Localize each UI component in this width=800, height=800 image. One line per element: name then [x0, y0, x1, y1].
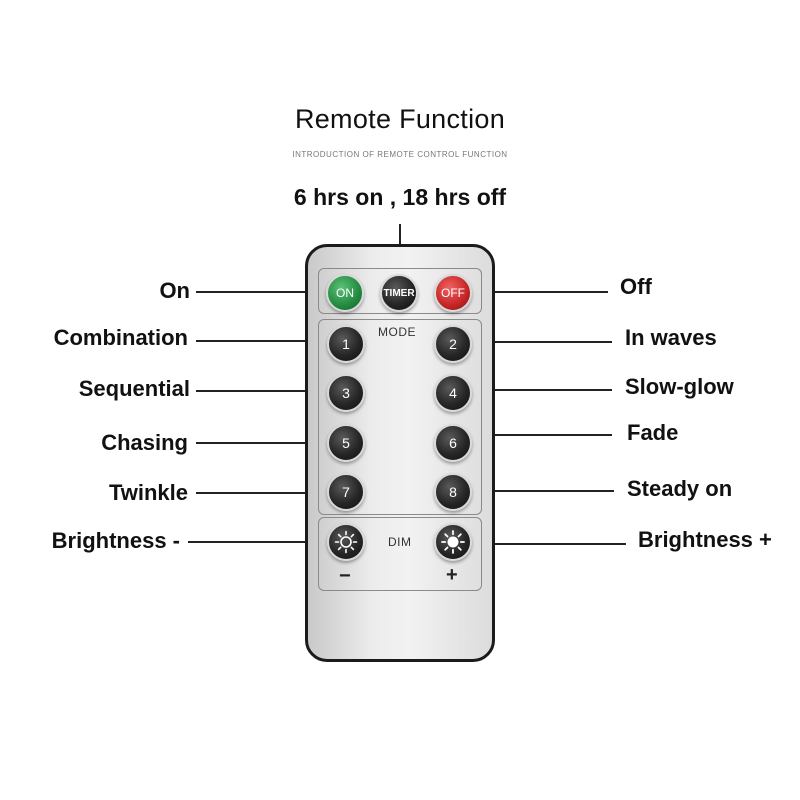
minus-sign: −: [339, 565, 351, 587]
leader-sequential: [196, 390, 346, 392]
callout-sequential: Sequential: [78, 376, 190, 401]
timer-caption: 6 hrs on , 18 hrs off: [293, 184, 507, 210]
leader-combination: [196, 340, 346, 342]
timer-button[interactable]: TIMER: [380, 274, 418, 312]
callout-steady-on: Steady on: [627, 476, 733, 501]
mode-button-7[interactable]: 7: [327, 473, 365, 511]
remote-control: MODE DIM − + ON TIMER OFF 1 2 3 4 5 6 7 …: [305, 244, 495, 662]
mode-button-5[interactable]: 5: [327, 424, 365, 462]
callout-off: Off: [620, 274, 652, 299]
leader-brightness-minus: [188, 541, 344, 543]
callout-combination: Combination: [53, 325, 188, 350]
leader-fade: [492, 434, 612, 436]
mode-button-1[interactable]: 1: [327, 325, 365, 363]
callout-chasing: Chasing: [101, 430, 188, 455]
leader-slow-glow: [454, 389, 612, 391]
leader-brightness-plus: [454, 543, 626, 545]
leader-in-waves: [454, 341, 612, 343]
callout-fade: Fade: [627, 420, 679, 445]
mode-button-6[interactable]: 6: [434, 424, 472, 462]
leader-twinkle: [196, 492, 346, 494]
leader-steady-on: [454, 490, 614, 492]
callout-twinkle: Twinkle: [108, 480, 188, 505]
leader-on: [196, 291, 332, 293]
off-button[interactable]: OFF: [434, 274, 472, 312]
top-button-panel: [318, 268, 482, 314]
title: Remote Function: [294, 104, 506, 134]
dim-panel: [318, 517, 482, 591]
mode-button-3[interactable]: 3: [327, 374, 365, 412]
brightness-plus-button[interactable]: [434, 523, 472, 561]
dim-label: DIM: [388, 535, 412, 549]
mode-label: MODE: [378, 325, 416, 339]
leader-chasing: [196, 442, 346, 444]
subtitle: INTRODUCTION OF REMOTE CONTROL FUNCTION: [292, 150, 508, 159]
sun-dim-icon: [334, 530, 358, 554]
sun-bright-icon: [441, 530, 465, 554]
callout-on: On: [159, 278, 190, 303]
brightness-minus-button[interactable]: [327, 523, 365, 561]
callout-slow-glow: Slow-glow: [625, 374, 734, 399]
mode-button-2[interactable]: 2: [434, 325, 472, 363]
mode-button-4[interactable]: 4: [434, 374, 472, 412]
mode-panel: [318, 319, 482, 515]
on-button[interactable]: ON: [326, 274, 364, 312]
plus-sign: +: [446, 564, 458, 586]
mode-button-8[interactable]: 8: [434, 473, 472, 511]
callout-in-waves: In waves: [625, 325, 717, 350]
callout-brightness-minus: Brightness -: [51, 528, 180, 553]
callout-brightness-plus: Brightness +: [638, 527, 772, 552]
leader-off: [454, 291, 608, 293]
